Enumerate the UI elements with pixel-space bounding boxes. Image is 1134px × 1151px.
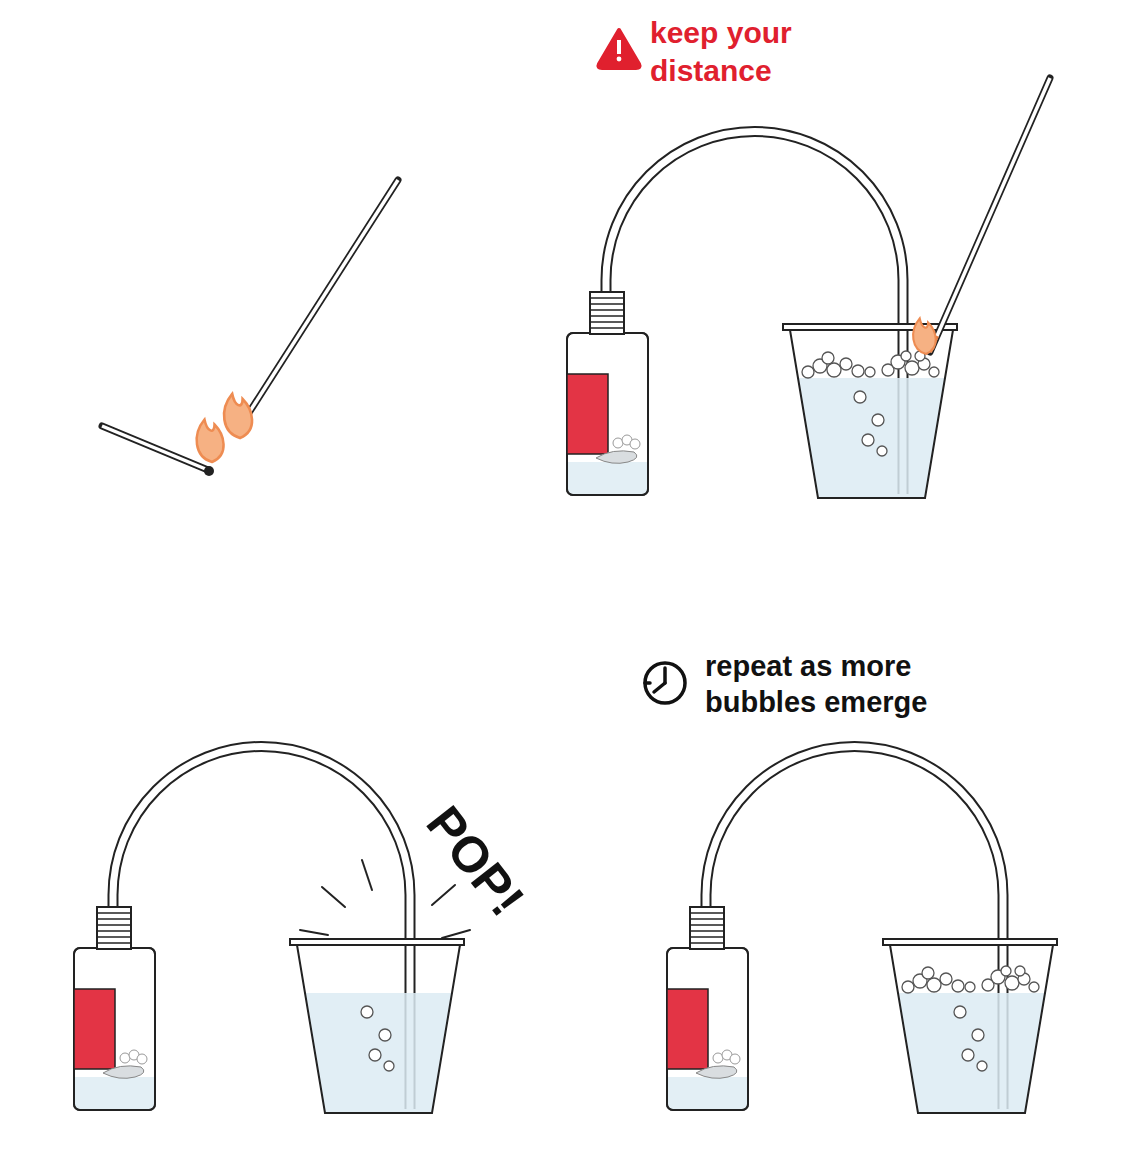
repeat-note: repeat as more bubbles emerge [705, 648, 995, 721]
setup-repeat [667, 747, 1057, 1114]
clock-icon [645, 663, 685, 703]
warning-note: keep your distance [650, 14, 835, 89]
match-and-skewer [102, 180, 398, 476]
setup-pop [74, 747, 464, 1114]
setup-with-flame [567, 30, 1050, 498]
pop-sound: POP! [398, 775, 552, 947]
